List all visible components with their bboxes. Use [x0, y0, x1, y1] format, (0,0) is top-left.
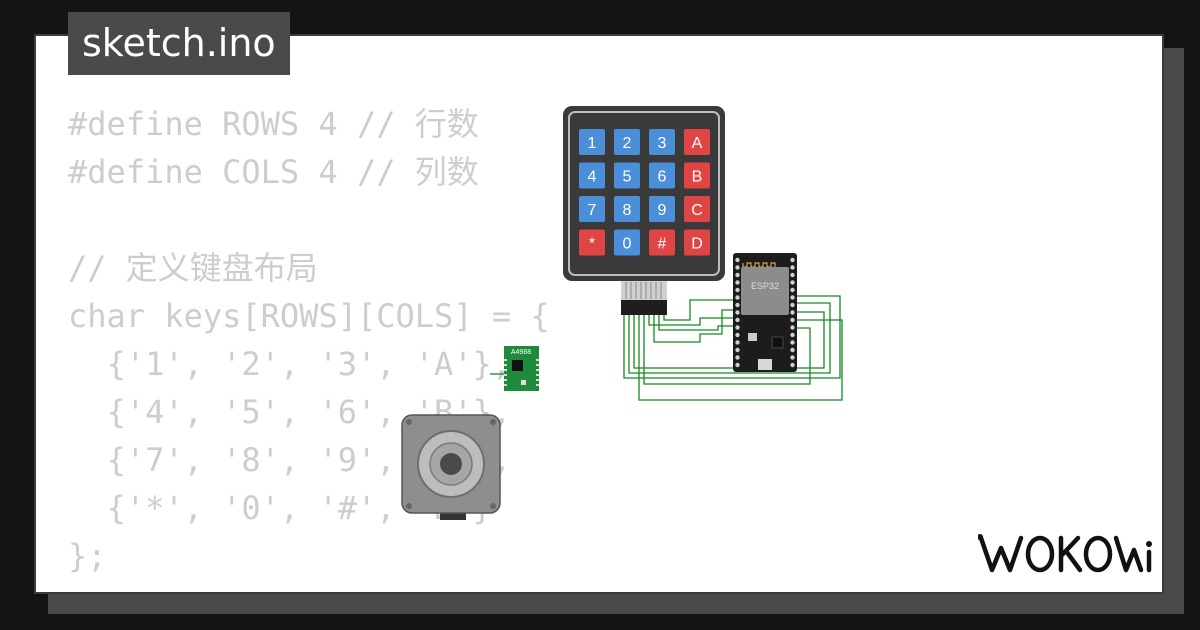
stepper-screw — [490, 419, 496, 425]
a4988-pot — [521, 380, 526, 385]
keypad-key-label: 5 — [623, 169, 632, 186]
keypad-key — [614, 229, 640, 256]
keypad-ribbon — [621, 281, 667, 300]
esp32-pin — [790, 280, 795, 285]
keypad-key-label: 7 — [588, 202, 597, 219]
esp32-pin — [790, 302, 795, 308]
esp32-pin — [790, 332, 795, 338]
esp32-button — [748, 333, 757, 341]
esp32-pin — [735, 257, 740, 263]
esp32-pins — [735, 257, 795, 368]
keypad-key-label: 0 — [623, 236, 632, 253]
keypad-keys: 1 2 3 A 4 5 6 B 7 8 9 C * 0 # D — [579, 129, 710, 256]
keypad-key — [614, 162, 640, 189]
keypad-key — [684, 229, 710, 256]
esp32-pin — [735, 302, 740, 308]
esp32-pin — [735, 310, 740, 315]
wokwi-logo — [978, 534, 1152, 573]
keypad-key — [614, 129, 640, 155]
esp32-pin — [790, 340, 795, 345]
keypad-key-label: 1 — [588, 135, 597, 152]
stepper-screw — [490, 503, 496, 509]
keypad-key-label: 6 — [658, 169, 667, 186]
code-line: {'4', '5', '6', 'B'}, — [68, 393, 512, 431]
esp32-pin — [735, 280, 740, 285]
esp32-antenna — [742, 262, 776, 268]
keypad-key-label: C — [691, 202, 703, 219]
esp32-pin — [735, 355, 740, 360]
stepper-motor — [401, 414, 501, 520]
wires — [490, 295, 843, 401]
esp32-pin — [735, 325, 740, 330]
a4988-chip — [512, 360, 523, 371]
keypad-ribbon-lines — [625, 282, 662, 299]
esp32-pin — [735, 272, 740, 278]
keypad-key-label: 2 — [623, 135, 632, 152]
a4988-label: A4988 — [511, 349, 531, 356]
keypad-key — [684, 196, 710, 222]
keypad-key — [579, 129, 605, 155]
a4988-driver: A4988 — [504, 346, 539, 391]
esp32-pin — [790, 347, 795, 353]
keypad-key — [579, 162, 605, 189]
esp32-pin — [735, 362, 740, 368]
esp32-pin — [735, 332, 740, 338]
keypad-key-label: A — [692, 135, 703, 152]
esp32-pin — [735, 317, 740, 323]
filename-tab: sketch.ino — [68, 12, 290, 75]
esp32-pin — [790, 325, 795, 330]
esp32-pin — [735, 347, 740, 353]
esp32-shield — [741, 267, 789, 315]
esp32-pin — [790, 272, 795, 278]
keypad-key-label: 3 — [658, 135, 667, 152]
keypad-key-label: 8 — [623, 202, 632, 219]
esp32-pin — [735, 265, 740, 270]
keypad-key — [579, 229, 605, 256]
code-line: {'1', '2', '3', 'A'}, — [68, 345, 512, 383]
code-line: #define COLS 4 // 列数 — [68, 153, 479, 191]
esp32-pin — [735, 295, 740, 300]
esp32-pin — [790, 257, 795, 263]
keypad-connector — [621, 300, 667, 315]
a4988-pins — [504, 359, 539, 386]
esp32-pin — [790, 287, 795, 293]
esp32-pin — [790, 355, 795, 360]
keypad: 1 2 3 A 4 5 6 B 7 8 9 C * 0 # D — [563, 106, 725, 315]
keypad-key-label: 9 — [658, 202, 667, 219]
esp32-pin — [790, 295, 795, 300]
keypad-key — [649, 162, 675, 189]
keypad-key — [649, 196, 675, 222]
keypad-key — [684, 129, 710, 155]
keypad-key-label: D — [691, 236, 703, 253]
esp32-chip-label: ESP32 — [751, 281, 779, 291]
keypad-key-label: B — [692, 169, 703, 186]
esp32-board: ESP32 — [733, 253, 797, 372]
code-line: char keys[ROWS][COLS] = { — [68, 297, 550, 335]
code-line: }; — [68, 537, 107, 575]
keypad-bezel — [568, 111, 720, 276]
esp32-usb-chip — [771, 336, 784, 349]
stepper-screw — [406, 503, 412, 509]
code-line: #define ROWS 4 // 行数 — [68, 105, 479, 143]
keypad-key — [684, 162, 710, 189]
esp32-usb-port — [758, 359, 772, 370]
esp32-pin — [735, 340, 740, 345]
code-line: // 定义键盘布局 — [68, 249, 318, 287]
stepper-screw — [406, 419, 412, 425]
esp32-pin — [790, 317, 795, 323]
keypad-key-label: # — [658, 236, 667, 253]
esp32-pin — [790, 362, 795, 368]
keypad-key — [579, 196, 605, 222]
keypad-key — [614, 196, 640, 222]
stepper-shaft — [440, 453, 462, 475]
keypad-key — [649, 229, 675, 256]
keypad-key-label: 4 — [588, 169, 597, 186]
esp32-pin — [790, 265, 795, 270]
esp32-pin — [735, 287, 740, 293]
keypad-key — [649, 129, 675, 155]
esp32-pin — [790, 310, 795, 315]
keypad-key-label: * — [589, 236, 595, 253]
